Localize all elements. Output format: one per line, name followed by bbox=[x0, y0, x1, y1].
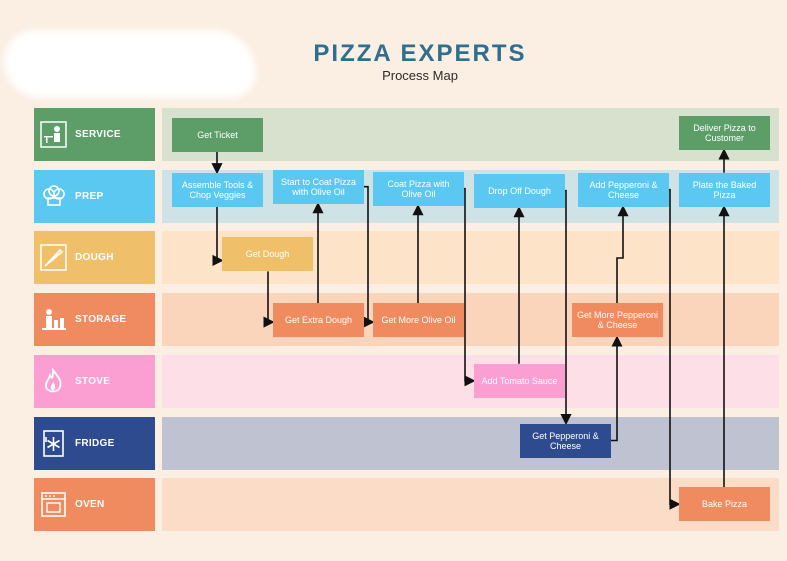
step-more-pep[interactable]: Get More Pepperoni & Cheese bbox=[572, 303, 663, 338]
lane-label-fridge: FRIDGE bbox=[34, 416, 155, 470]
lane-name: STORAGE bbox=[75, 314, 127, 326]
step-extra-dough[interactable]: Get Extra Dough bbox=[273, 303, 364, 338]
redacted-logo bbox=[10, 36, 250, 92]
lane-label-service: SERVICE bbox=[34, 108, 155, 161]
flame-icon bbox=[40, 367, 67, 395]
lane-band-fridge bbox=[162, 416, 779, 470]
oven-icon bbox=[40, 491, 67, 518]
fridge-snowflake-icon bbox=[40, 429, 67, 457]
step-get-ticket[interactable]: Get Ticket bbox=[172, 118, 263, 152]
lane-band-prep bbox=[162, 169, 779, 223]
arrow-more-pep-to-add-pep bbox=[616, 205, 629, 304]
arrow-coat-oil-to-more-oil bbox=[363, 185, 375, 328]
arrow-get-pep-to-more-pep bbox=[611, 335, 623, 442]
lane-label-dough: DOUGH bbox=[34, 231, 155, 285]
waiter-icon bbox=[40, 121, 67, 148]
step-assemble[interactable]: Assemble Tools & Chop Veggies bbox=[172, 172, 263, 207]
arrow-add-pep-to-bake bbox=[669, 188, 681, 510]
lane-name: PREP bbox=[75, 190, 104, 202]
step-coat-oil[interactable]: Start to Coat Pizza with Olive Oil bbox=[273, 169, 364, 204]
lane-label-prep: PREP bbox=[34, 169, 155, 223]
arrow-assemble-to-get-dough bbox=[212, 206, 224, 266]
lane-name: SERVICE bbox=[75, 129, 121, 140]
step-deliver[interactable]: Deliver Pizza to Customer bbox=[679, 116, 770, 150]
lane-label-stove: STOVE bbox=[34, 354, 155, 408]
arrow-drop-dough-to-get-pep bbox=[560, 189, 572, 426]
arrow-get-dough-to-extra-dough bbox=[263, 271, 275, 328]
lane-name: DOUGH bbox=[75, 252, 114, 264]
shelves-icon bbox=[40, 306, 67, 333]
lane-label-storage: STORAGE bbox=[34, 293, 155, 347]
step-drop-dough[interactable]: Drop Off Dough bbox=[474, 173, 565, 208]
step-bake[interactable]: Bake Pizza bbox=[679, 487, 770, 522]
step-plate[interactable]: Plate the Baked Pizza bbox=[679, 172, 770, 207]
page-subtitle: Process Map bbox=[382, 68, 458, 83]
lane-name: OVEN bbox=[75, 499, 105, 511]
lane-name: STOVE bbox=[75, 375, 111, 387]
arrow-coat-oil2-to-tomato bbox=[464, 187, 476, 387]
page-title: PIZZA EXPERTS bbox=[313, 40, 527, 67]
chef-hat-icon bbox=[40, 183, 67, 210]
lane-label-oven: OVEN bbox=[34, 478, 155, 532]
lane-name: FRIDGE bbox=[75, 437, 115, 449]
step-tomato[interactable]: Add Tomato Sauce bbox=[474, 363, 565, 398]
step-coat-oil2[interactable]: Coat Pizza with Olive Oil bbox=[373, 171, 464, 206]
pizza-slice-icon bbox=[40, 244, 67, 272]
step-add-pep[interactable]: Add Pepperoni & Cheese bbox=[578, 172, 669, 207]
lane-band-service bbox=[162, 108, 779, 161]
step-more-oil[interactable]: Get More Olive Oil bbox=[373, 303, 464, 338]
step-get-dough[interactable]: Get Dough bbox=[222, 237, 313, 272]
step-get-pep[interactable]: Get Pepperoni & Cheese bbox=[520, 423, 611, 458]
